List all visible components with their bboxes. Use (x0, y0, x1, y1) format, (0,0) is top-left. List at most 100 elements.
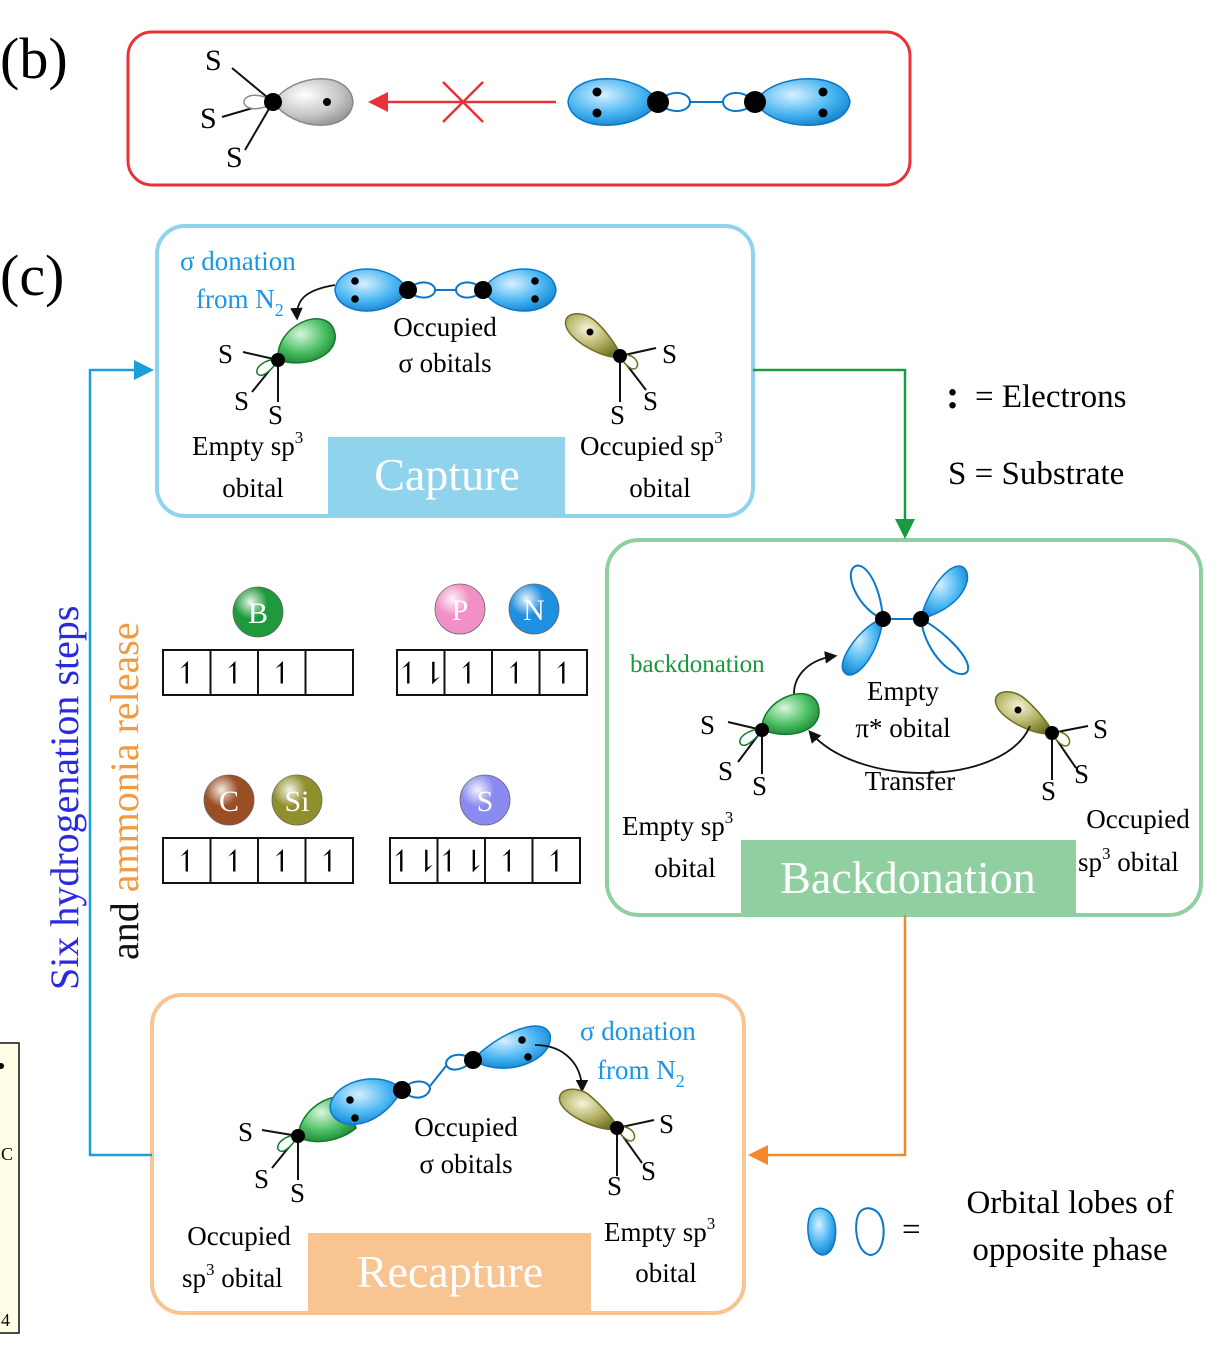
substrate-symbol: S (610, 400, 625, 430)
substrate-symbol: S (643, 386, 658, 416)
electron-spin: ↿ (269, 658, 294, 691)
transfer-arrow (808, 725, 1031, 774)
panel-label-c: (c) (0, 243, 64, 308)
orbital-box (443, 649, 493, 696)
element-symbol: N (523, 594, 545, 627)
grey-sp3-lobe (272, 78, 354, 126)
capture-title: Capture (374, 449, 520, 500)
empty-sp3-label: Empty sp3 (622, 808, 733, 841)
orbital-box (396, 649, 446, 696)
occupied-sp3-label: Occupied (1086, 804, 1190, 834)
sigma-donation-label: from N2 (196, 284, 284, 320)
sigma-donation-label: from N2 (597, 1055, 685, 1091)
occupied-sigma-label: σ obitals (419, 1149, 512, 1179)
electron-spin: ↿ (551, 658, 576, 691)
electron-config-b: ↿ ↿ ↿ (162, 649, 354, 696)
orbital-box (162, 649, 212, 696)
recapture-title: Recapture (357, 1246, 543, 1297)
electron-spin: ↿⇂ (389, 846, 439, 879)
element-ball-c: C (203, 774, 255, 826)
panel-b: S S S (126, 30, 912, 187)
panel-b-frame (126, 30, 912, 187)
substrate-symbol: S (226, 141, 243, 174)
substrate-symbol: S (268, 400, 283, 430)
element-ball-si: Si (271, 774, 323, 826)
backdonation-label: backdonation (630, 651, 765, 678)
substrate-symbol: S (290, 1178, 305, 1208)
electron-spin: ↿ (317, 846, 342, 879)
orbital-box (257, 649, 307, 696)
orbital-box (436, 837, 486, 884)
backdonation-title: Backdonation (780, 852, 1036, 903)
lobes-legend: Orbital lobes of (966, 1185, 1173, 1221)
capture-title-bar (328, 437, 565, 516)
element-ball-p: P (434, 583, 486, 635)
orbital-box (304, 649, 354, 696)
element-symbol: B (248, 597, 268, 630)
electrons-legend: = Electrons (975, 379, 1126, 415)
substrate-symbol: S (1041, 776, 1056, 806)
element-symbol: S (477, 785, 494, 818)
substrate-symbol: S (205, 44, 222, 77)
substrate-symbol: S (254, 1164, 269, 1194)
empty-pi-label: Empty (867, 676, 939, 706)
occupied-sp3-label: Occupied sp3 (580, 428, 723, 461)
electron-config-csi: ↿↿↿↿ (162, 837, 354, 884)
empty-sp3-label: Empty sp3 (604, 1214, 715, 1247)
empty-lobe-icon (855, 1207, 885, 1257)
electron-spin: ↿ (456, 658, 481, 691)
occupied-sigma-label: Occupied (414, 1112, 518, 1142)
empty-sp3-label: Empty sp3 (192, 428, 303, 461)
orbital-box (389, 837, 439, 884)
edge-fragment-text: 4 (1, 1310, 10, 1330)
ammonia-release-label: and ammonia release (102, 622, 147, 960)
electron-spin: ↿ (544, 846, 569, 879)
electron-spin: ↿⇂ (436, 846, 486, 879)
lobes-equals: = (902, 1212, 921, 1248)
element-ball-b: B (232, 586, 284, 638)
edge-fragment-text: C (1, 1144, 13, 1164)
empty-sp3-orbital: S S S (218, 318, 336, 430)
occupied-sp3-label: obital (629, 473, 691, 503)
occupied-sp3-orbital: S S S (994, 691, 1108, 806)
orbital-box (304, 837, 354, 884)
electron-spin: ↿ (496, 846, 521, 879)
electron-spin: ↿ (222, 658, 247, 691)
element-symbol: C (219, 785, 239, 818)
empty-sp3-orbital: S S S (700, 693, 820, 801)
bound-n2: S S S (238, 1025, 551, 1208)
electron-spin: ↿ (174, 658, 199, 691)
electron-spin: ↿ (174, 846, 199, 879)
element-ball-n: N (508, 583, 560, 635)
orbital-box (531, 837, 581, 884)
substrate-symbol: S (234, 386, 249, 416)
flow-arrow-capture-to-backdonation (753, 368, 915, 539)
electron-spin: ↿ (269, 846, 294, 879)
occupied-sp3-label: sp3 obital (182, 1260, 283, 1293)
orbital-box (209, 837, 259, 884)
empty-pi-label: π* obital (855, 713, 950, 743)
occupied-sigma-label: Occupied (393, 312, 497, 342)
substrate-symbol: S (200, 102, 217, 135)
substrate-symbol: S (752, 771, 767, 801)
hydrogenation-steps-label: Six hydrogenation steps (42, 606, 87, 990)
panel-label-b: (b) (0, 26, 68, 91)
electron-config-pn: ↿⇂↿↿↿ (396, 649, 588, 696)
substrate-symbol: S (659, 1109, 674, 1139)
flow-arrow-backdonation-to-recapture (748, 915, 907, 1165)
electron-spin: ↿⇂ (396, 658, 446, 691)
sigma-donation-label: σ donation (580, 1016, 696, 1046)
cropped-edge-fragment: C 4 (0, 1042, 20, 1334)
occupied-sp3-label: sp3 obital (1078, 844, 1179, 877)
occupied-sp3-label: Occupied (187, 1221, 291, 1251)
recapture-title-bar (308, 1233, 591, 1313)
capture-panel: Capture σ donation from N2 Occupied σ ob… (155, 224, 755, 518)
element-ball-s: S (459, 774, 511, 826)
empty-sp3-orbital: S S S (558, 1088, 674, 1201)
legend: : = Electrons S = Substrate = Orbital lo… (807, 372, 1174, 1268)
backdonation-title-bar (741, 840, 1076, 915)
element-symbol: Si (284, 785, 309, 818)
substrate-symbol: S (1074, 759, 1089, 789)
backdonation-panel: Backdonation backdonation Empty π* obita… (605, 538, 1203, 917)
